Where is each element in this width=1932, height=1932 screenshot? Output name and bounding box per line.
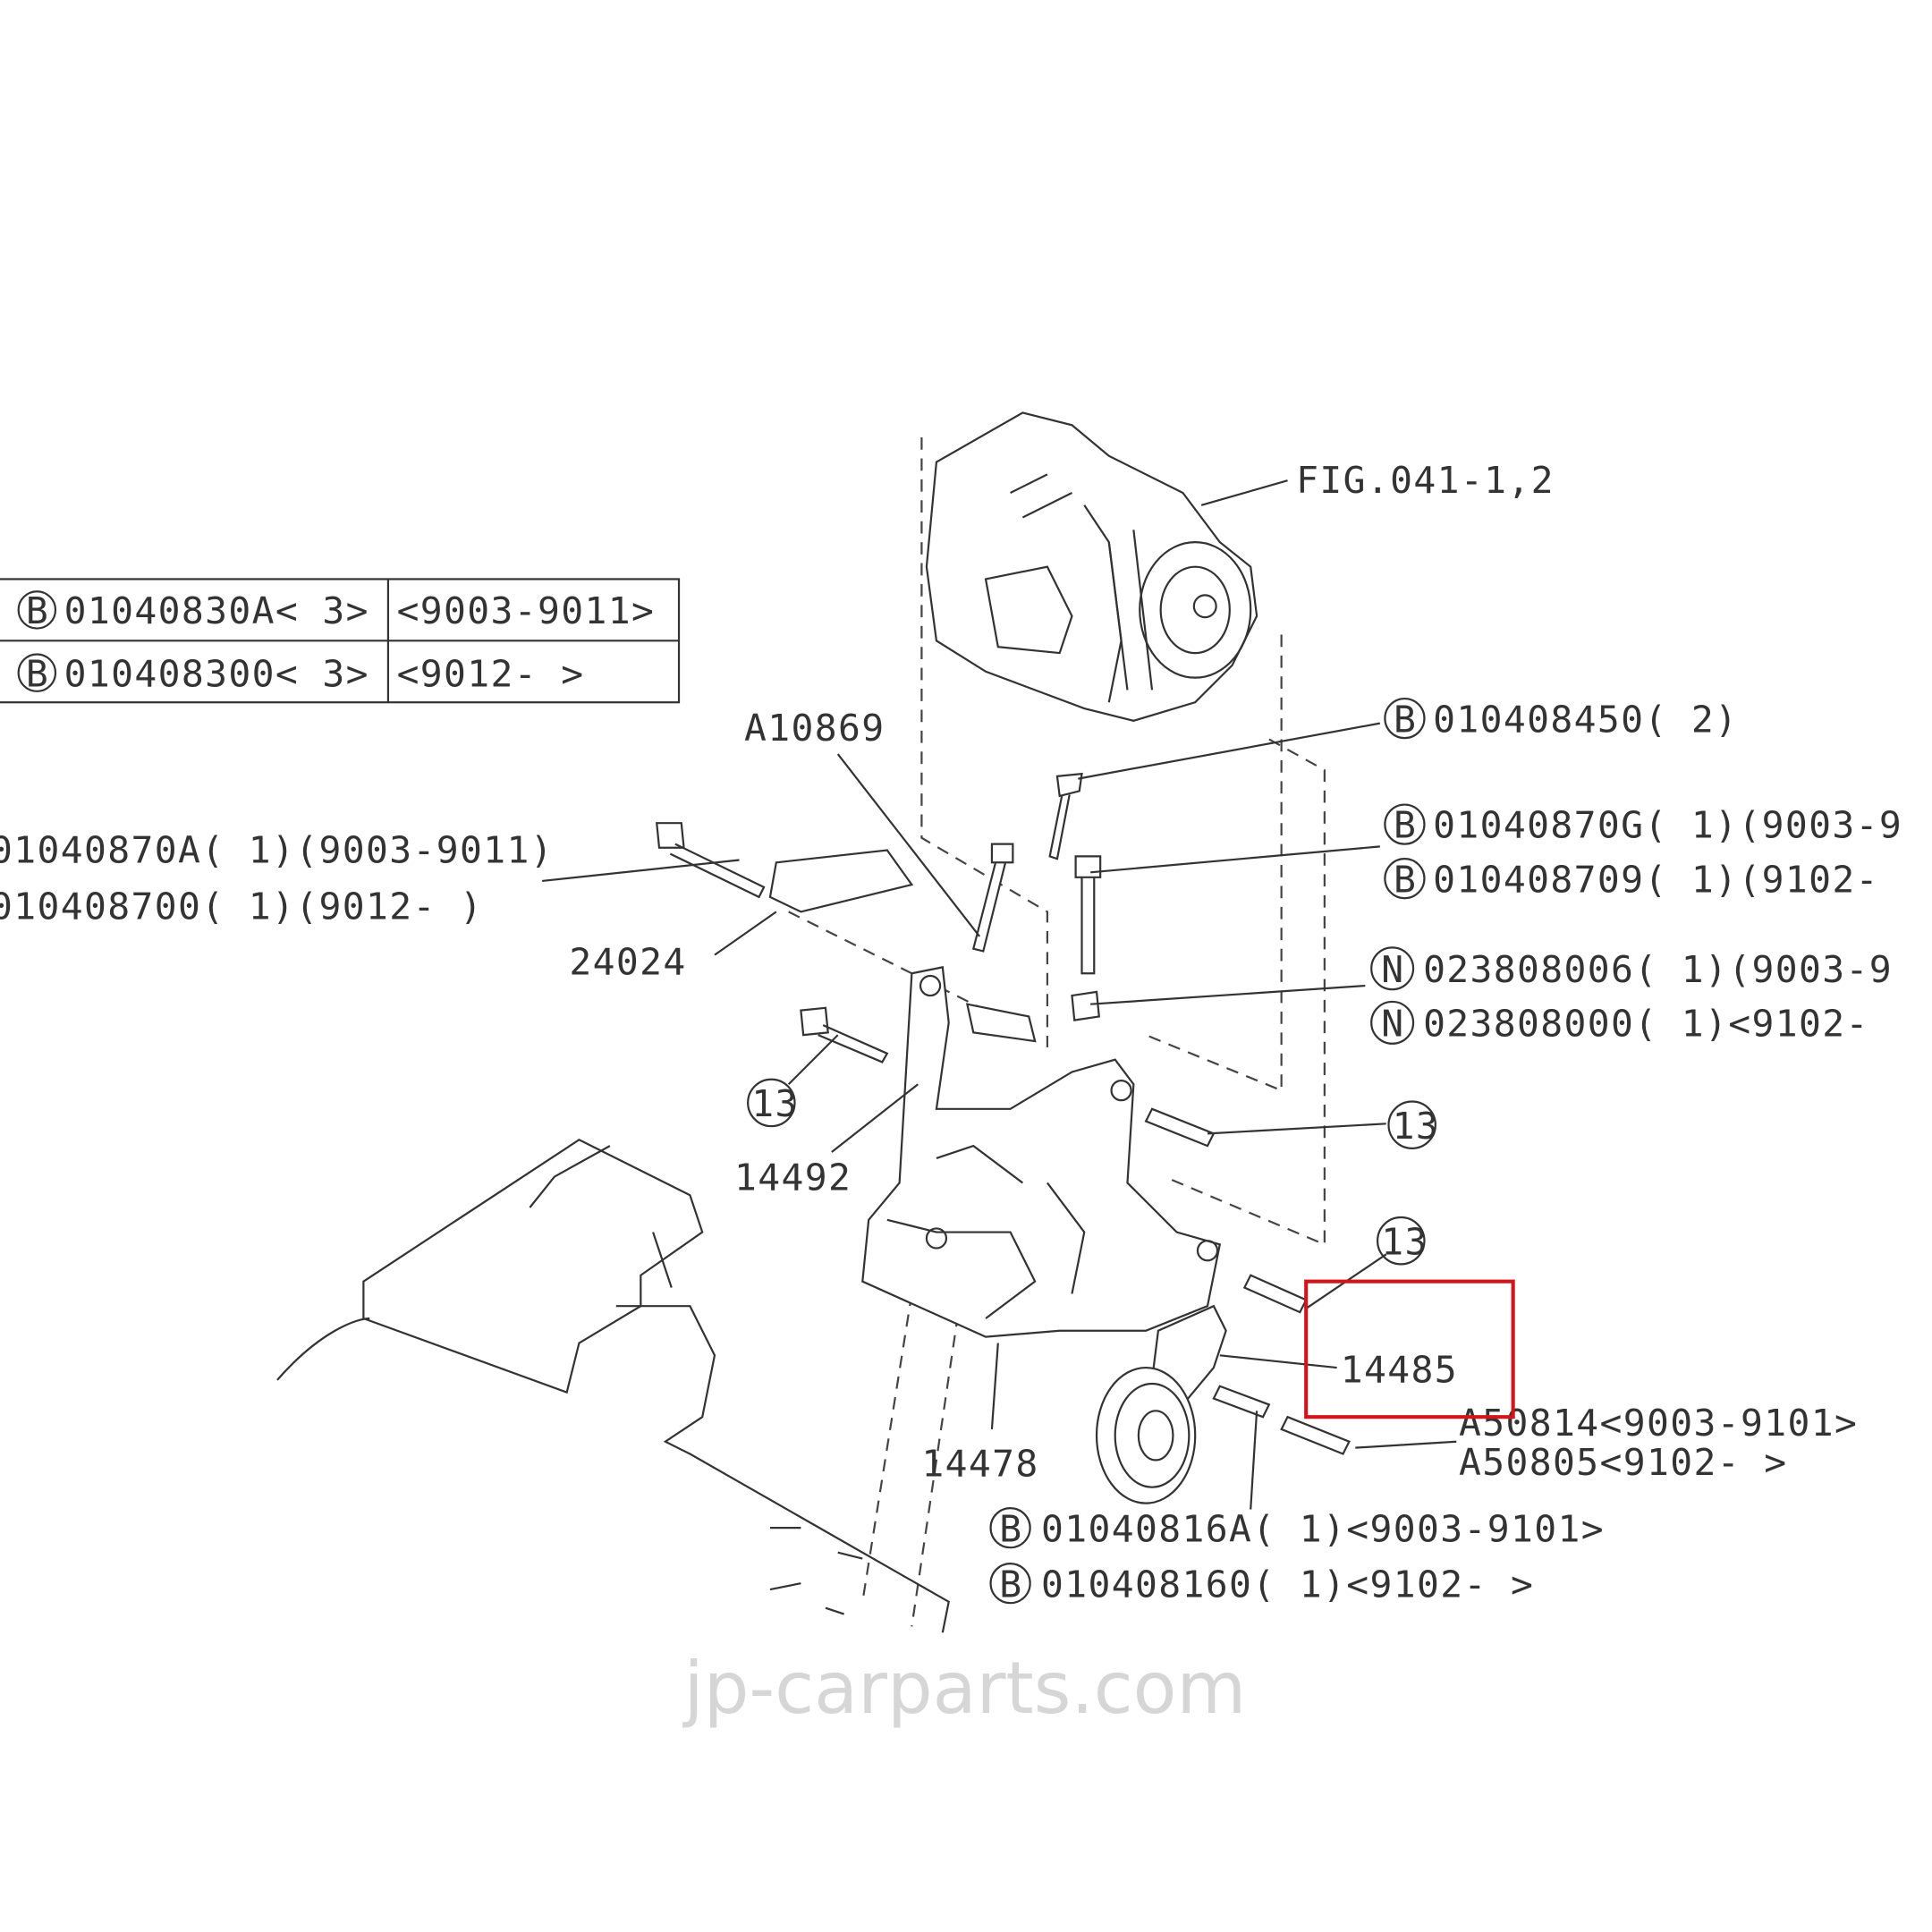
bracket-drawing (861, 966, 1222, 1338)
svg-text:B: B (999, 1507, 1022, 1550)
ref-13-marker: 13 (1377, 1216, 1428, 1266)
svg-text:010408160( 1)<9102- >: 010408160( 1)<9102- > (1041, 1563, 1534, 1606)
svg-text:B: B (1394, 858, 1417, 901)
label-14492: 14492 (734, 1157, 852, 1199)
label-14478: 14478 (921, 1442, 1038, 1485)
label-b-01040816a: B 01040816A( 1)<9003-9101> (989, 1507, 1605, 1550)
alignment-lines (788, 437, 1326, 1627)
table-row: B 010408300< 3> <9012- > (17, 652, 585, 695)
svg-text:N: N (1381, 948, 1404, 991)
svg-text:B: B (1394, 804, 1417, 847)
n-mark-icon (1370, 1000, 1415, 1045)
alternator-drawing (925, 411, 1258, 723)
label-b-010408160: B 010408160( 1)<9102- > (989, 1563, 1534, 1606)
watermark: jp-carparts.com (682, 1647, 1247, 1730)
table-row: B 01040830A< 3> <9003-9011> (17, 589, 656, 632)
label-left-bolt-2: 010408700( 1)(9012- ) (0, 886, 483, 928)
label-a50805: A50805<9102- > (1459, 1441, 1787, 1484)
svg-text:023808000( 1)<9102-: 023808000( 1)<9102- (1423, 1003, 1869, 1046)
svg-text:010408709( 1)(9102-: 010408709( 1)(9102- (1433, 858, 1879, 901)
row-part-number: 01040830A< 3> (64, 589, 369, 632)
bolts-drawing (656, 772, 1351, 1455)
row-range: <9012- > (397, 652, 585, 695)
label-a10869: A10869 (744, 707, 885, 750)
svg-text:B: B (1394, 698, 1417, 741)
pulley-drawing (1095, 1304, 1227, 1504)
label-n-023808000: N 023808000( 1)<9102- (1370, 1000, 1869, 1046)
label-b-010408709: B 010408709( 1)(9102- (1384, 858, 1879, 901)
n-mark-icon (1370, 946, 1415, 991)
svg-text:13: 13 (1381, 1220, 1428, 1263)
svg-text:01040816A( 1)<9003-9101>: 01040816A( 1)<9003-9101> (1041, 1507, 1605, 1550)
label-b-01040870g: B 01040870G( 1)(9003-9 (1384, 803, 1902, 847)
row-mark: B (26, 589, 49, 632)
b-mark-icon (989, 1507, 1031, 1549)
leader-fig (1200, 479, 1288, 506)
leader-lines (542, 722, 1457, 1510)
svg-text:023808006( 1)(9003-9: 023808006( 1)(9003-9 (1423, 948, 1893, 991)
svg-text:13: 13 (1393, 1105, 1439, 1148)
label-b-010408450: B 010408450( 2) (1384, 697, 1738, 741)
svg-text:01040870G( 1)(9003-9: 01040870G( 1)(9003-9 (1433, 804, 1902, 847)
ref-13-marker: 13 (747, 1078, 798, 1128)
b-mark-icon (17, 653, 57, 692)
b-mark-icon (1384, 697, 1426, 740)
engine-block-drawing (276, 1138, 950, 1633)
svg-text:010408450( 2): 010408450( 2) (1433, 698, 1738, 741)
part-table: B 01040830A< 3> <9003-9011> B 010408300<… (0, 578, 681, 704)
b-mark-icon (17, 590, 57, 630)
svg-text:13: 13 (751, 1082, 798, 1125)
row-range: <9003-9011> (397, 589, 656, 632)
label-n-023808006: N 023808006( 1)(9003-9 (1370, 946, 1893, 991)
svg-text:N: N (1381, 1003, 1404, 1046)
svg-text:B: B (999, 1563, 1022, 1606)
label-left-bolt-1: 01040870A( 1)(9003-9011) (0, 828, 554, 871)
b-mark-icon (1384, 803, 1426, 845)
ref-13-marker: 13 (1387, 1100, 1439, 1149)
row-part-number: 010408300< 3> (64, 652, 369, 695)
figure-reference-label: FIG.041-1,2 (1296, 459, 1555, 502)
label-14485: 14485 (1341, 1349, 1458, 1392)
b-mark-icon (989, 1563, 1031, 1605)
label-a50814: A50814<9003-9101> (1459, 1402, 1858, 1445)
row-mark: B (26, 652, 49, 695)
label-24024: 24024 (569, 941, 686, 984)
b-mark-icon (1384, 858, 1426, 900)
highlight-box-14485[interactable] (1304, 1279, 1515, 1419)
